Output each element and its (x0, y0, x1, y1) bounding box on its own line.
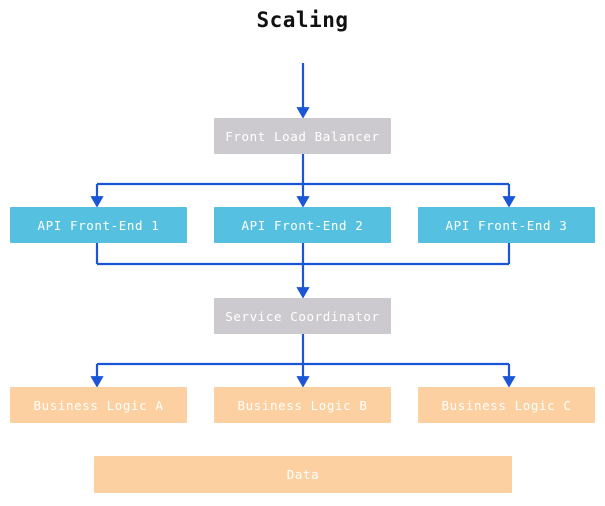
edge-load-balancer-fanout (90, 154, 516, 208)
node-label: Business Logic A (33, 397, 164, 413)
node-business-logic-c[interactable]: Business Logic C (418, 387, 595, 423)
node-data[interactable]: Data (94, 456, 512, 493)
node-api-front-end-2[interactable]: API Front-End 2 (214, 207, 391, 243)
node-api-front-end-1[interactable]: API Front-End 1 (10, 207, 187, 243)
node-label: Business Logic C (441, 397, 572, 413)
node-api-front-end-3[interactable]: API Front-End 3 (418, 207, 595, 243)
node-business-logic-a[interactable]: Business Logic A (10, 387, 187, 423)
node-label: Business Logic B (237, 397, 368, 413)
node-service-coordinator[interactable]: Service Coordinator (214, 298, 391, 334)
page-title: Scaling (256, 8, 349, 32)
edge-coordinator-fanout (90, 334, 516, 388)
node-label: API Front-End 2 (241, 217, 364, 233)
node-label: Data (286, 467, 320, 482)
node-front-load-balancer[interactable]: Front Load Balancer (214, 118, 391, 154)
node-label: Front Load Balancer (225, 128, 380, 144)
node-label: API Front-End 3 (445, 217, 568, 233)
node-business-logic-b[interactable]: Business Logic B (214, 387, 391, 423)
node-label: API Front-End 1 (37, 217, 160, 233)
edge-api-merge-to-coordinator (95, 243, 511, 299)
node-label: Service Coordinator (225, 308, 380, 324)
